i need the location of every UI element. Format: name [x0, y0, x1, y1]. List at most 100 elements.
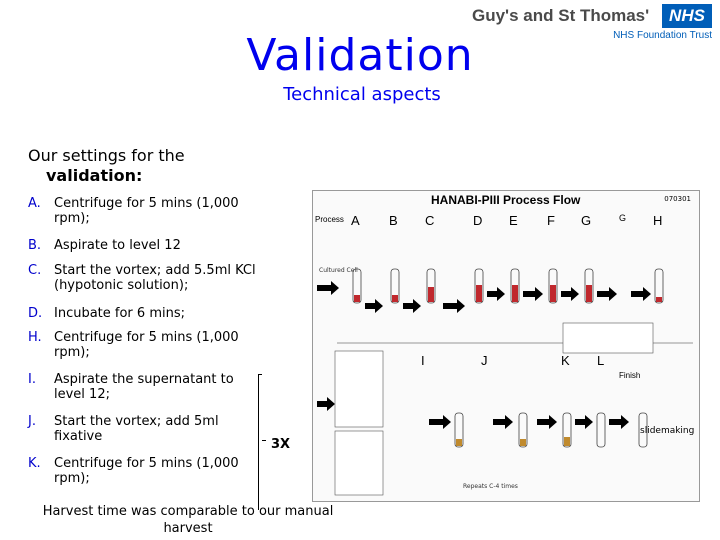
arrow-right — [597, 287, 617, 301]
tube — [596, 412, 606, 448]
tube — [584, 268, 594, 304]
step-letter: C. — [28, 263, 42, 278]
step-text: Aspirate the supernatant to level 12; — [54, 372, 234, 402]
stage-letter: I — [421, 353, 425, 368]
stage-letter: E — [509, 213, 518, 228]
cultured-cell-label: Cultured Cell — [319, 267, 358, 274]
step-item: J. Start the vortex; add 5ml fixative — [28, 414, 268, 444]
conclusion-text: Harvest time was comparable to our manua… — [42, 504, 334, 536]
info-box — [334, 350, 384, 428]
intro-line-1: Our settings for the — [28, 146, 185, 165]
bracket-mid-tick — [262, 440, 266, 441]
step-item: B. Aspirate to level 12 — [28, 238, 268, 253]
tube — [518, 412, 528, 448]
flow-arrows — [317, 281, 651, 429]
tube — [654, 268, 664, 304]
arrow-right — [575, 415, 593, 429]
step-item: K. Centrifuge for 5 mins (1,000 rpm); — [28, 456, 268, 486]
step-letter: D. — [28, 306, 43, 321]
tube — [638, 412, 648, 448]
arrow-right — [317, 281, 339, 295]
stage-letter: D — [473, 213, 483, 228]
liquid — [656, 297, 662, 302]
arrow-right — [609, 415, 629, 429]
arrow-right — [317, 397, 335, 411]
arrow-right — [487, 287, 505, 301]
repeat-count: 3X — [271, 437, 291, 452]
stage-letter: J — [481, 353, 488, 368]
tube-liquid — [354, 285, 662, 302]
liquid — [512, 285, 518, 302]
tube — [562, 412, 572, 448]
step-text: Incubate for 6 mins; — [54, 306, 185, 321]
top-row-tubes — [352, 268, 664, 304]
tube — [548, 268, 558, 304]
step-letter: I. — [28, 372, 36, 387]
liquid — [392, 295, 398, 302]
arrow-right — [631, 287, 651, 301]
arrow-right — [561, 287, 579, 301]
logo-subtitle: NHS Foundation Trust — [613, 30, 712, 41]
arrow-right — [523, 287, 543, 301]
arrow-right — [493, 415, 513, 429]
step-letter: K. — [28, 456, 41, 471]
stage-letter: G — [581, 213, 592, 228]
step-text: Centrifuge for 5 mins (1,000 rpm); — [54, 196, 239, 226]
repeat-bracket — [258, 374, 264, 510]
arrow-right — [443, 299, 465, 313]
nhs-trust-logo: Guy's and St Thomas' NHS NHS Foundation … — [472, 4, 712, 41]
step-item: D. Incubate for 6 mins; — [28, 306, 268, 321]
tube — [352, 268, 362, 304]
repeat-note: Repeats C-4 times — [463, 483, 518, 490]
step-letter: B. — [28, 238, 42, 253]
slide-subtitle: Technical aspects — [283, 84, 441, 105]
info-boxes — [334, 322, 654, 496]
step-text: Start the vortex; add 5ml fixative — [54, 414, 219, 444]
intro-text: Our settings for the validation: — [28, 146, 258, 186]
liquid — [476, 285, 482, 302]
tube — [426, 268, 436, 304]
step-text: Centrifuge for 5 mins (1,000 rpm); — [54, 456, 239, 486]
liquid — [428, 287, 434, 302]
step-text: Centrifuge for 5 mins (1,000 rpm); — [54, 330, 239, 360]
info-box — [334, 430, 384, 496]
stage-letter: F — [547, 213, 555, 228]
liquid — [550, 285, 556, 302]
tube — [390, 268, 400, 304]
step-letter: A. — [28, 196, 41, 211]
process-flow-svg — [317, 268, 693, 496]
step-item: I. Aspirate the supernatant to level 12; — [28, 372, 268, 402]
slide-title: Validation — [246, 30, 474, 81]
arrow-right — [537, 415, 557, 429]
stage-letter: G — [619, 213, 627, 223]
stage-letter: B — [389, 213, 398, 228]
stage-letter: A — [351, 213, 360, 228]
stage-letter: L — [597, 353, 605, 368]
liquid — [354, 295, 360, 302]
stage-letter: C — [425, 213, 435, 228]
bracket-top-tick — [258, 374, 262, 375]
arrow-right — [429, 415, 451, 429]
finish-label: Finish — [619, 371, 641, 380]
nhs-badge: NHS — [662, 4, 712, 28]
process-flow-diagram: HANABI-PIII Process Flow 070301 Process … — [312, 190, 700, 502]
liquid — [456, 439, 462, 446]
step-item: A. Centrifuge for 5 mins (1,000 rpm); — [28, 196, 268, 226]
bottom-row-tubes — [454, 412, 648, 448]
liquid — [586, 285, 592, 302]
step-letter: H. — [28, 330, 42, 345]
stage-letter: H — [653, 213, 663, 228]
step-text: Aspirate to level 12 — [54, 238, 181, 253]
step-letter: J. — [28, 414, 36, 429]
step-item: H. Centrifuge for 5 mins (1,000 rpm); — [28, 330, 268, 360]
arrow-right — [403, 299, 421, 313]
tube — [510, 268, 520, 304]
intro-line-2: validation: — [46, 166, 143, 185]
diagram-code: 070301 — [664, 195, 691, 203]
bottom-liquid — [456, 437, 570, 446]
liquid — [520, 439, 526, 446]
step-item: C. Start the vortex; add 5.5ml KCl (hypo… — [28, 263, 268, 293]
liquid — [564, 437, 570, 446]
step-text: Start the vortex; add 5.5ml KCl (hypoton… — [54, 263, 256, 293]
stage-letter: K — [561, 353, 570, 368]
